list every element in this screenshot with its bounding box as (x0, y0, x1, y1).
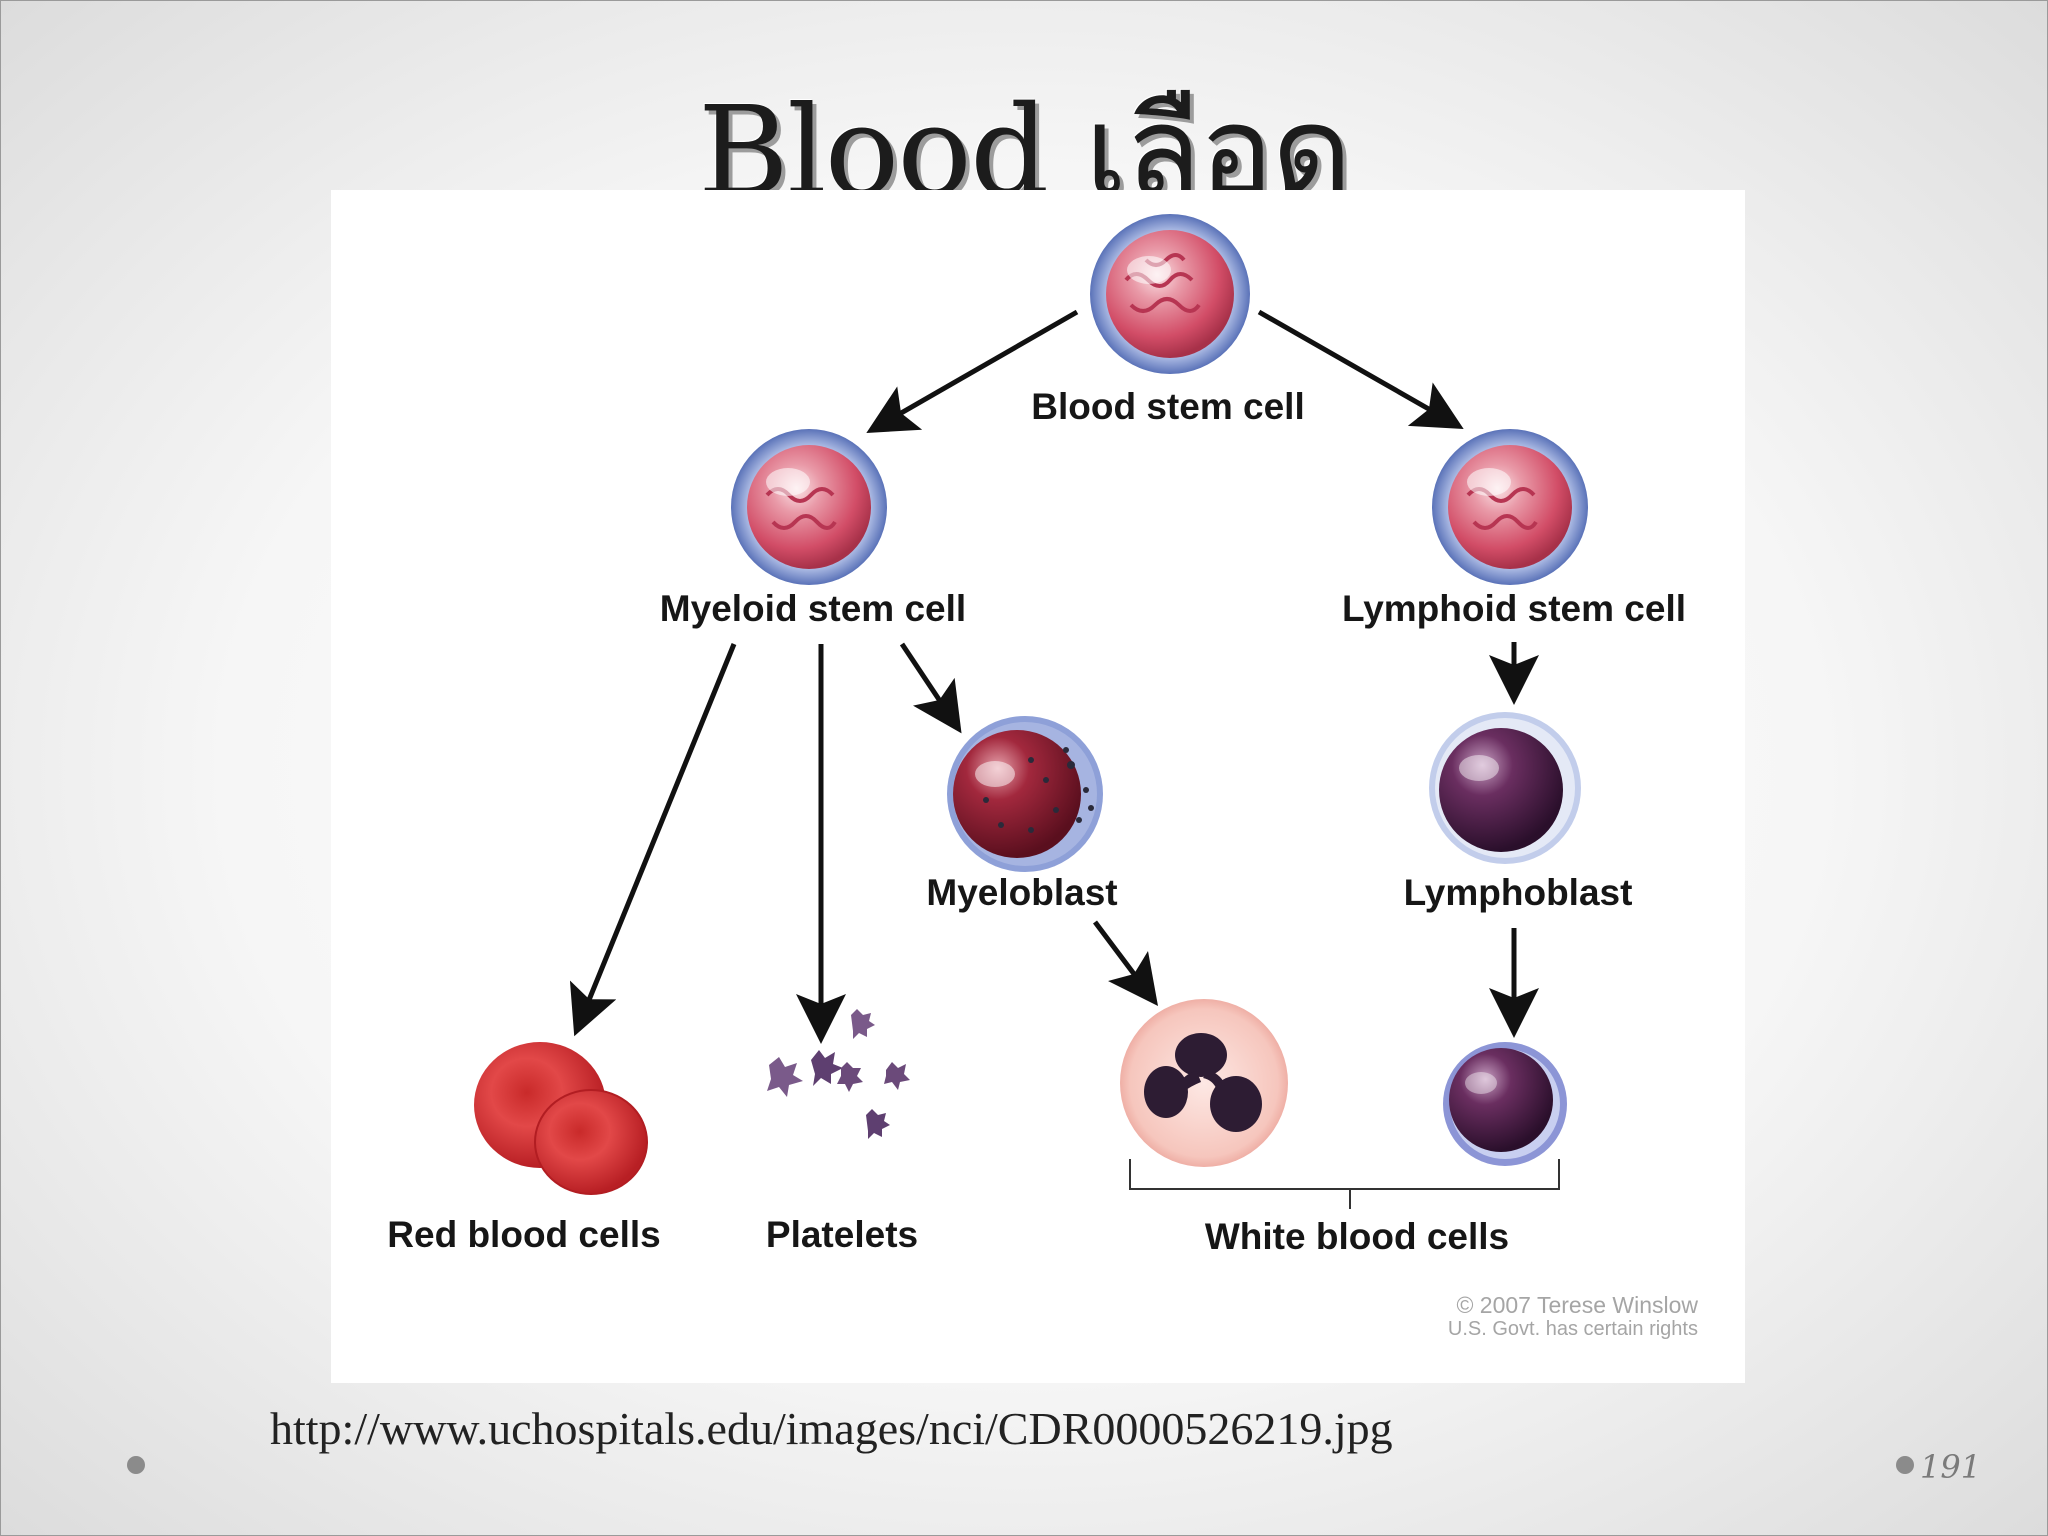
label-white-blood-cells: White blood cells (1204, 1216, 1510, 1257)
label-myeloid-stem-cell: Myeloid stem cell (659, 588, 967, 629)
source-url: http://www.uchospitals.edu/images/nci/CD… (270, 1403, 1393, 1454)
neutrophil-image (1120, 999, 1288, 1167)
white-blood-cells-bracket (1129, 1159, 1560, 1209)
arrow-myeloid-to-myeloblast (899, 642, 962, 734)
right-bullet-dot (1896, 1456, 1914, 1474)
label-myeloblast: Myeloblast (926, 872, 1118, 913)
myeloid-stem-cell-image (731, 429, 887, 585)
label-red-blood-cells: Red blood cells (387, 1214, 661, 1255)
arrow-stem-to-lymphoid (1257, 309, 1464, 429)
diagram-graphics (474, 214, 1588, 1209)
blood-cell-diagram: Blood stem cell Myeloid stem cell Lympho… (331, 190, 1745, 1383)
myeloblast-image (947, 716, 1103, 872)
label-blood-stem-cell: Blood stem cell (1031, 386, 1305, 427)
label-platelets: Platelets (765, 1214, 919, 1255)
diagram-arrows (569, 309, 1539, 1044)
lymphoid-stem-cell-image (1432, 429, 1588, 585)
red-blood-cells-image (474, 1042, 648, 1195)
arrow-myeloblast-to-neutrophil (1093, 920, 1158, 1006)
arrow-stem-to-myeloid (866, 309, 1079, 433)
lymphocyte-image (1443, 1042, 1567, 1166)
platelets-image (767, 1009, 910, 1139)
copyright-line-2: U.S. Govt. has certain rights (1447, 1318, 1698, 1340)
lymphoblast-image (1429, 712, 1581, 864)
label-lymphoid-stem-cell: Lymphoid stem cell (1341, 588, 1687, 629)
blood-stem-cell-image (1090, 214, 1250, 374)
label-lymphoblast: Lymphoblast (1403, 872, 1633, 913)
copyright-line-1: © 2007 Terese Winslow (1456, 1292, 1698, 1318)
arrow-myeloid-to-rbc (569, 643, 737, 1037)
page-number: 191 (1920, 1448, 1982, 1486)
left-bullet-dot (127, 1456, 145, 1474)
